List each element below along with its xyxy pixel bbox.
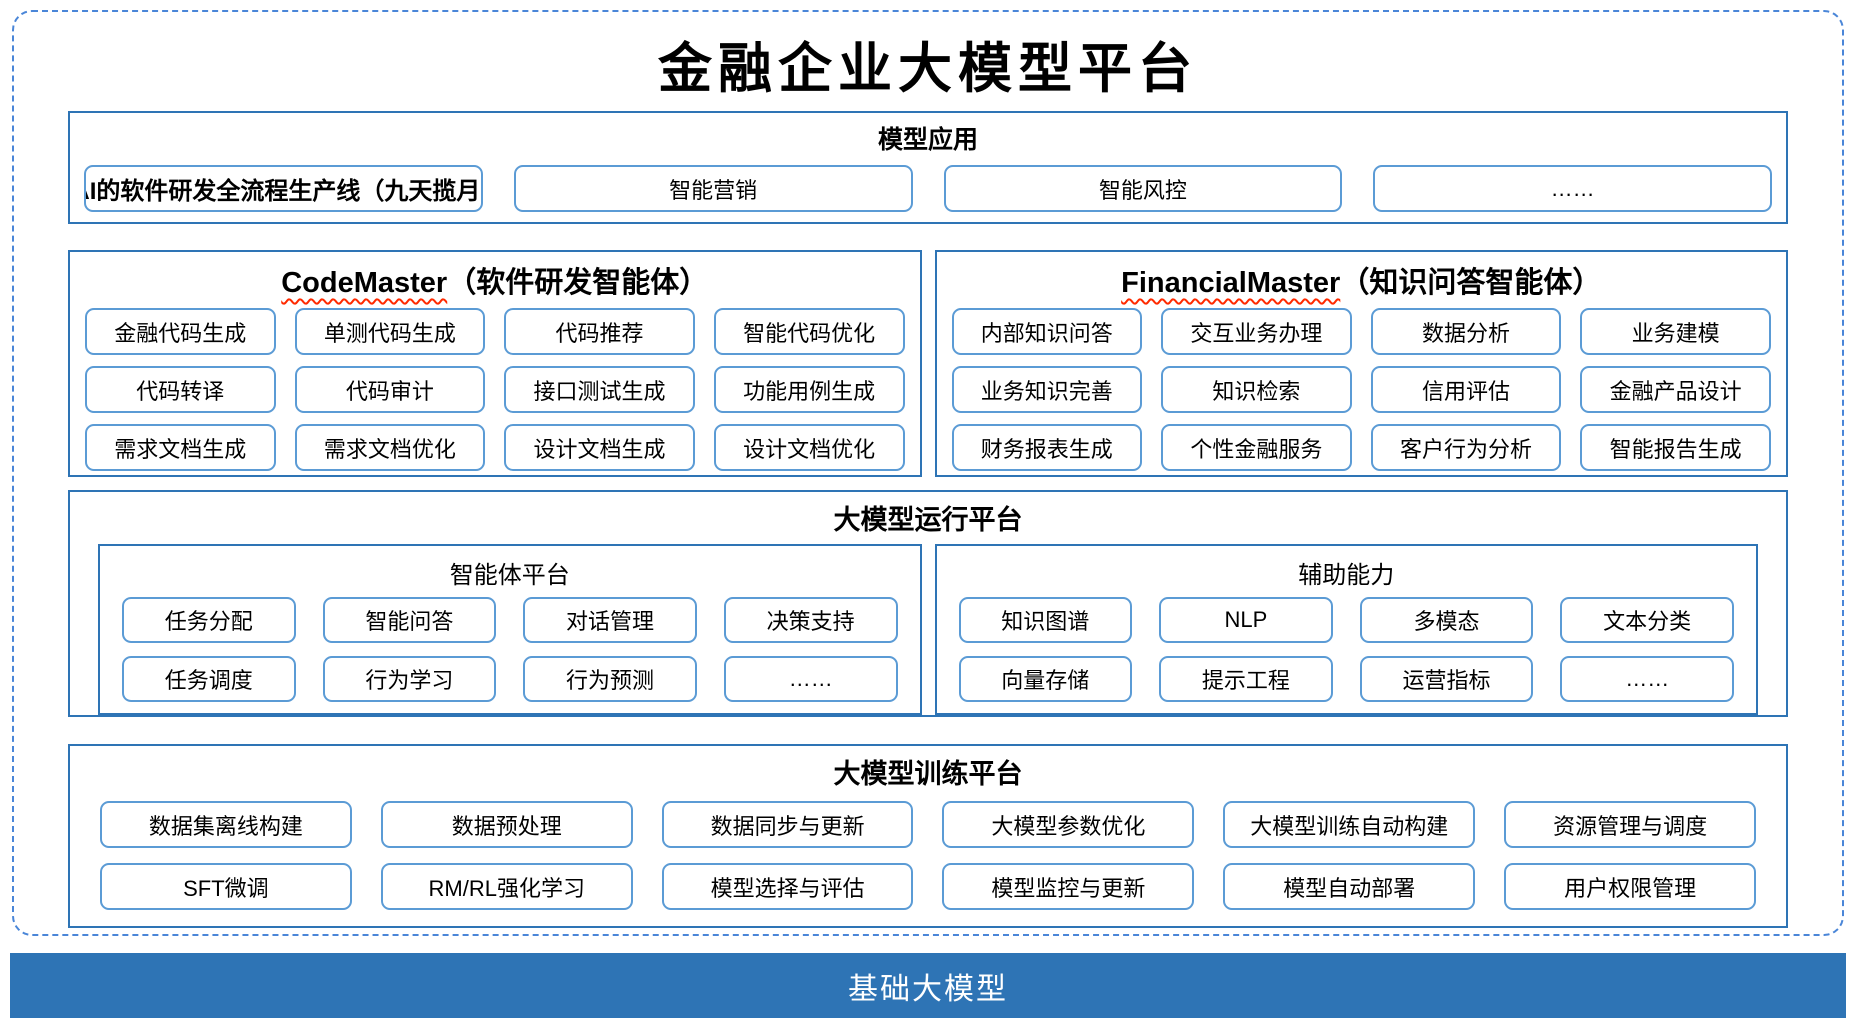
section-run-platform-header: 大模型运行平台 bbox=[833, 505, 1023, 535]
aux-ability-header: 辅助能力 bbox=[1298, 562, 1395, 589]
subbox-aux-ability: 辅助能力 知识图谱 NLP 多模态文本分类向量存储提示工程运营指标 …… bbox=[934, 544, 1758, 715]
financialmaster-title-zh: （知识问答智能体） bbox=[1340, 267, 1602, 299]
codemaster-title-en: CodeMaster bbox=[281, 267, 448, 299]
page-title: 金融企业大模型平台 bbox=[658, 36, 1198, 100]
item-box: 知识图谱 bbox=[958, 597, 1133, 643]
base-model-bar-label: 基础大模型 bbox=[848, 972, 1008, 1006]
item-box: 任务分配 bbox=[122, 597, 296, 643]
item-box: 数据预处理 bbox=[380, 801, 633, 848]
item-box: 模型监控与更新 bbox=[942, 863, 1195, 910]
item-box: 行为预测 bbox=[523, 656, 697, 702]
item-box: 智能代码优化 bbox=[713, 308, 905, 355]
item-box: 智能问答 bbox=[322, 597, 497, 643]
item-box: 业务建模 bbox=[1580, 308, 1771, 355]
item-box: 数据同步与更新 bbox=[661, 801, 914, 848]
item-box: 行为学习 bbox=[322, 656, 497, 702]
financialmaster-title-en: FinancialMaster bbox=[1121, 267, 1341, 299]
item-box: 提示工程 bbox=[1159, 656, 1333, 702]
section-train-platform: 大模型训练平台 数据集离线构建数据预处理数据同步与更新大模型参数优化大模型训练自… bbox=[68, 744, 1788, 928]
item-box: 金融代码生成 bbox=[85, 308, 276, 355]
item-box: NLP bbox=[1159, 597, 1333, 643]
aux-ability-items-grid: 知识图谱 NLP 多模态文本分类向量存储提示工程运营指标 …… bbox=[937, 592, 1757, 712]
item-box: 信用评估 bbox=[1370, 366, 1562, 413]
item-box: 功能用例生成 bbox=[713, 366, 905, 413]
diagram-content: 金融企业大模型平台 模型应用 基于AI的软件研发全流程生产线（九天揽月AI+） … bbox=[14, 12, 1842, 934]
item-box: SFT微调 bbox=[100, 863, 352, 910]
item-box: 资源管理与调度 bbox=[1504, 801, 1756, 848]
item-box: 多模态 bbox=[1359, 597, 1534, 643]
item-box: 决策支持 bbox=[723, 597, 898, 643]
item-box: 需求文档优化 bbox=[294, 424, 486, 471]
item-box: 知识检索 bbox=[1161, 366, 1352, 413]
item-box: 用户权限管理 bbox=[1504, 863, 1756, 910]
section-train-platform-header: 大模型训练平台 bbox=[833, 759, 1023, 789]
financialmaster-items-grid: 内部知识问答交互业务办理数据分析业务建模业务知识完善知识检索信用评估金融产品设计… bbox=[937, 304, 1787, 483]
agent-platform-header: 智能体平台 bbox=[449, 562, 570, 589]
item-box: 需求文档生成 bbox=[85, 424, 276, 471]
item-box: …… bbox=[1373, 165, 1772, 212]
item-ai-software-pipeline: 基于AI的软件研发全流程生产线（九天揽月AI+） bbox=[84, 165, 483, 212]
item-box: 大模型参数优化 bbox=[942, 801, 1195, 848]
item-box: 内部知识问答 bbox=[951, 308, 1143, 355]
item-box: 数据集离线构建 bbox=[100, 801, 352, 848]
item-box: 数据分析 bbox=[1370, 308, 1562, 355]
agent-platform-items-grid: 任务分配智能问答对话管理决策支持任务调度行为学习行为预测 …… bbox=[100, 592, 920, 712]
item-box: 向量存储 bbox=[958, 656, 1133, 702]
panel-financialmaster-header: FinancialMaster（知识问答智能体） bbox=[937, 252, 1787, 304]
item-box: 设计文档优化 bbox=[713, 424, 905, 471]
item-box: RM/RL强化学习 bbox=[380, 863, 633, 910]
item-box: 代码推荐 bbox=[504, 308, 695, 355]
item-box: …… bbox=[1560, 656, 1734, 702]
item-box: 业务知识完善 bbox=[951, 366, 1143, 413]
item-box: …… bbox=[723, 656, 898, 702]
item-box: 单测代码生成 bbox=[294, 308, 486, 355]
item-box: 智能报告生成 bbox=[1580, 424, 1771, 471]
item-box: 大模型训练自动构建 bbox=[1223, 801, 1476, 848]
section-model-applications-header: 模型应用 bbox=[877, 126, 978, 154]
item-box: 智能风控 bbox=[943, 165, 1343, 212]
item-box: 模型自动部署 bbox=[1223, 863, 1476, 910]
item-box: 客户行为分析 bbox=[1370, 424, 1562, 471]
item-box: 财务报表生成 bbox=[951, 424, 1143, 471]
codemaster-title-zh: （软件研发智能体） bbox=[447, 267, 709, 299]
item-box: 代码转译 bbox=[85, 366, 276, 413]
item-box: 文本分类 bbox=[1560, 597, 1734, 643]
train-platform-items-grid: 数据集离线构建数据预处理数据同步与更新大模型参数优化大模型训练自动构建资源管理与… bbox=[70, 791, 1786, 922]
item-box: 代码审计 bbox=[294, 366, 486, 413]
item-box: 金融产品设计 bbox=[1580, 366, 1771, 413]
section-run-platform: 大模型运行平台 智能体平台 任务分配智能问答对话管理决策支持任务调度行为学习行为… bbox=[68, 490, 1788, 717]
panel-financialmaster: FinancialMaster（知识问答智能体） 内部知识问答交互业务办理数据分… bbox=[934, 250, 1788, 477]
panel-codemaster: CodeMaster（软件研发智能体） 金融代码生成单测代码生成代码推荐智能代码… bbox=[68, 250, 922, 477]
codemaster-items-grid: 金融代码生成单测代码生成代码推荐智能代码优化代码转译代码审计接口测试生成功能用例… bbox=[70, 304, 920, 483]
panel-codemaster-header: CodeMaster（软件研发智能体） bbox=[70, 252, 920, 304]
item-box: 任务调度 bbox=[122, 656, 296, 702]
item-box: 模型选择与评估 bbox=[661, 863, 914, 910]
item-box: 设计文档生成 bbox=[504, 424, 695, 471]
item-box: 智能营销 bbox=[513, 165, 913, 212]
item-box: 对话管理 bbox=[523, 597, 697, 643]
agents-row: CodeMaster（软件研发智能体） 金融代码生成单测代码生成代码推荐智能代码… bbox=[68, 250, 1788, 477]
subbox-agent-platform: 智能体平台 任务分配智能问答对话管理决策支持任务调度行为学习行为预测 …… bbox=[98, 544, 922, 715]
item-box: 接口测试生成 bbox=[504, 366, 695, 413]
base-model-bar: 基础大模型 bbox=[10, 953, 1846, 1018]
item-box: 个性金融服务 bbox=[1161, 424, 1352, 471]
item-box: 交互业务办理 bbox=[1161, 308, 1352, 355]
item-box: 运营指标 bbox=[1359, 656, 1534, 702]
run-platform-row: 智能体平台 任务分配智能问答对话管理决策支持任务调度行为学习行为预测 …… 辅助能… bbox=[98, 544, 1758, 715]
diagram-outer-frame: 金融企业大模型平台 模型应用 基于AI的软件研发全流程生产线（九天揽月AI+） … bbox=[12, 10, 1844, 936]
